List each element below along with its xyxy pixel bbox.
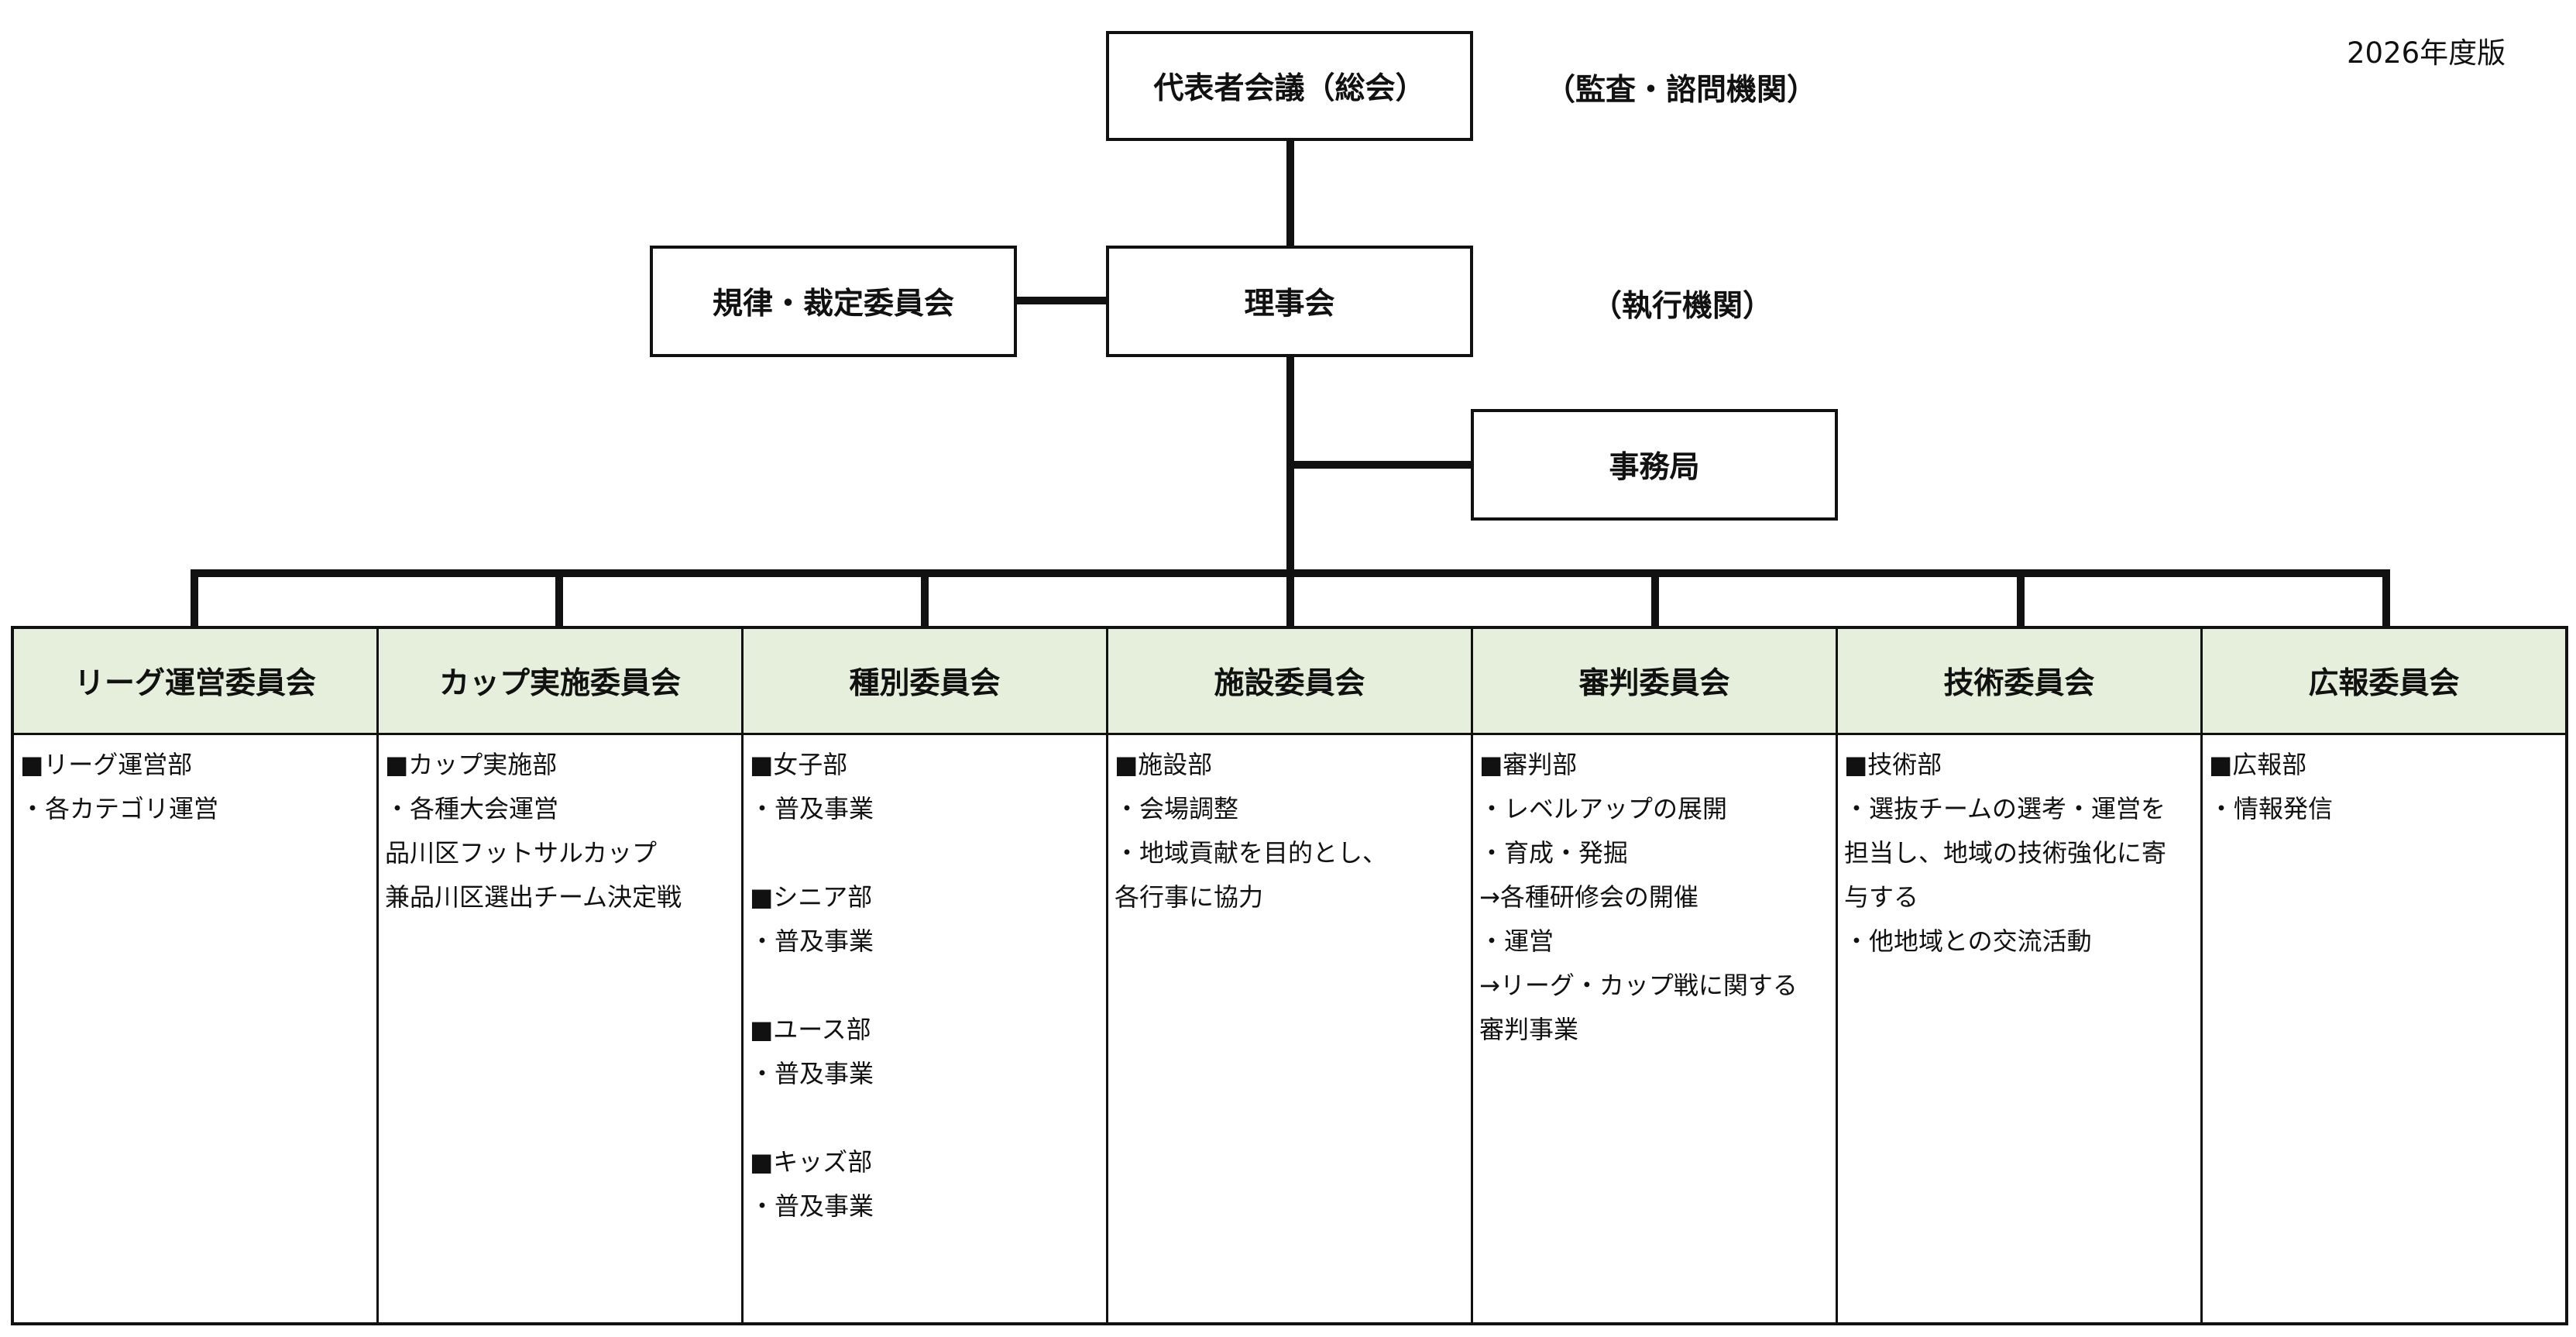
- drop-line-7: [2382, 569, 2390, 627]
- committee-column: 種別委員会 ■女子部 ・普及事業 ■シニア部 ・普及事業 ■ユース部 ・普及事業…: [744, 629, 1108, 1322]
- committee-duties: ■女子部 ・普及事業 ■シニア部 ・普及事業 ■ユース部 ・普及事業 ■キッズ部…: [744, 735, 1106, 1322]
- duty-line: 品川区フットサルカップ: [385, 838, 658, 868]
- committee-column: 施設委員会 ■施設部 ・会場調整 ・地域貢献を目的とし、 各行事に協力: [1108, 629, 1473, 1322]
- board-note: （執行機関）: [1592, 289, 1774, 324]
- committee-header: 広報委員会: [2203, 629, 2565, 735]
- committee-column: 広報委員会 ■広報部 ・情報発信: [2203, 629, 2565, 1322]
- duty-line: ■施設部: [1115, 750, 1213, 779]
- duty-line: ・会場調整: [1115, 794, 1239, 823]
- board-box: 理事会: [1106, 246, 1473, 357]
- duty-line: ・普及事業: [750, 926, 874, 956]
- duty-line: ・普及事業: [750, 794, 874, 823]
- duty-line: ・育成・発掘: [1479, 838, 1629, 868]
- committee-column: リーグ運営委員会 ■リーグ運営部 ・各カテゴリ運営: [14, 629, 379, 1322]
- duty-line: ■広報部: [2209, 750, 2307, 779]
- drop-line-2: [555, 569, 563, 627]
- committee-header: 技術委員会: [1838, 629, 2200, 735]
- duty-line: 審判事業: [1479, 1015, 1579, 1044]
- connector-committees-bar: [191, 569, 2390, 577]
- committee-header: 施設委員会: [1108, 629, 1471, 735]
- discipline-committee-box: 規律・裁定委員会: [650, 246, 1017, 357]
- committee-column: 審判委員会 ■審判部 ・レベルアップの展開 ・育成・発掘 →各種研修会の開催 ・…: [1473, 629, 1838, 1322]
- connector-board-discipline: [1015, 297, 1107, 304]
- duty-line: ■リーグ運営部: [20, 750, 193, 779]
- committee-duties: ■審判部 ・レベルアップの展開 ・育成・発掘 →各種研修会の開催 ・運営 →リー…: [1473, 735, 1836, 1322]
- edition-label: 2026年度版: [2347, 36, 2506, 70]
- duty-line: ・他地域との交流活動: [1844, 926, 2092, 956]
- duty-line: 与する: [1844, 882, 1919, 912]
- connector-board-trunk: [1286, 356, 1294, 627]
- duty-line: →リーグ・カップ戦に関する: [1479, 971, 1798, 1000]
- committee-duties: ■カップ実施部 ・各種大会運営 品川区フットサルカップ 兼品川区選出チーム決定戦: [379, 735, 741, 1322]
- duty-line: [750, 1096, 1106, 1140]
- duty-line: ・普及事業: [750, 1059, 874, 1088]
- duty-line: ■女子部: [750, 750, 848, 779]
- committee-duties: ■施設部 ・会場調整 ・地域貢献を目的とし、 各行事に協力: [1108, 735, 1471, 1322]
- drop-line-5: [1651, 569, 1659, 627]
- connector-assembly-board: [1286, 139, 1294, 246]
- committee-duties: ■広報部 ・情報発信: [2203, 735, 2565, 1322]
- committee-duties: ■リーグ運営部 ・各カテゴリ運営: [14, 735, 376, 1322]
- duty-line: ■ユース部: [750, 1015, 871, 1044]
- duty-line: ■カップ実施部: [385, 750, 558, 779]
- duty-line: 担当し、地域の技術強化に寄: [1844, 838, 2167, 868]
- duty-line: ・選抜チームの選考・運営を: [1844, 794, 2166, 823]
- drop-line-1: [191, 569, 198, 627]
- duty-line: ■審判部: [1479, 750, 1578, 779]
- committee-header: リーグ運営委員会: [14, 629, 376, 735]
- committee-duties: ■技術部 ・選抜チームの選考・運営を 担当し、地域の技術強化に寄 与する ・他地…: [1838, 735, 2200, 1322]
- drop-line-6: [2017, 569, 2025, 627]
- duty-line: ■シニア部: [750, 882, 873, 912]
- duty-line: →各種研修会の開催: [1479, 882, 1698, 912]
- general-assembly-note: （監査・諮問機関）: [1545, 73, 1818, 108]
- duty-line: [750, 831, 1106, 875]
- duty-line: ・情報発信: [2209, 794, 2334, 823]
- duty-line: [750, 964, 1106, 1008]
- duty-line: ・運営: [1479, 926, 1554, 956]
- secretariat-box: 事務局: [1471, 409, 1838, 521]
- drop-line-3: [921, 569, 929, 627]
- general-assembly-box: 代表者会議（総会）: [1106, 31, 1473, 141]
- committee-header: 種別委員会: [744, 629, 1106, 735]
- duty-line: ・各種大会運営: [385, 794, 559, 823]
- duty-line: 各行事に協力: [1115, 882, 1264, 912]
- duty-line: ・レベルアップの展開: [1479, 794, 1728, 823]
- committee-table: リーグ運営委員会 ■リーグ運営部 ・各カテゴリ運営 カップ実施委員会 ■カップ実…: [11, 626, 2568, 1325]
- duty-line: ■技術部: [1844, 750, 1942, 779]
- committee-header: カップ実施委員会: [379, 629, 741, 735]
- duty-line: ■キッズ部: [750, 1147, 873, 1177]
- duty-line: ・地域貢献を目的とし、: [1115, 838, 1388, 868]
- duty-line: ・普及事業: [750, 1191, 874, 1221]
- committee-header: 審判委員会: [1473, 629, 1836, 735]
- committee-column: カップ実施委員会 ■カップ実施部 ・各種大会運営 品川区フットサルカップ 兼品川…: [379, 629, 744, 1322]
- committee-column: 技術委員会 ■技術部 ・選抜チームの選考・運営を 担当し、地域の技術強化に寄 与…: [1838, 629, 2203, 1322]
- connector-secretariat: [1290, 461, 1472, 469]
- duty-line: ・各カテゴリ運営: [20, 794, 219, 823]
- duty-line: 兼品川区選出チーム決定戦: [385, 882, 682, 912]
